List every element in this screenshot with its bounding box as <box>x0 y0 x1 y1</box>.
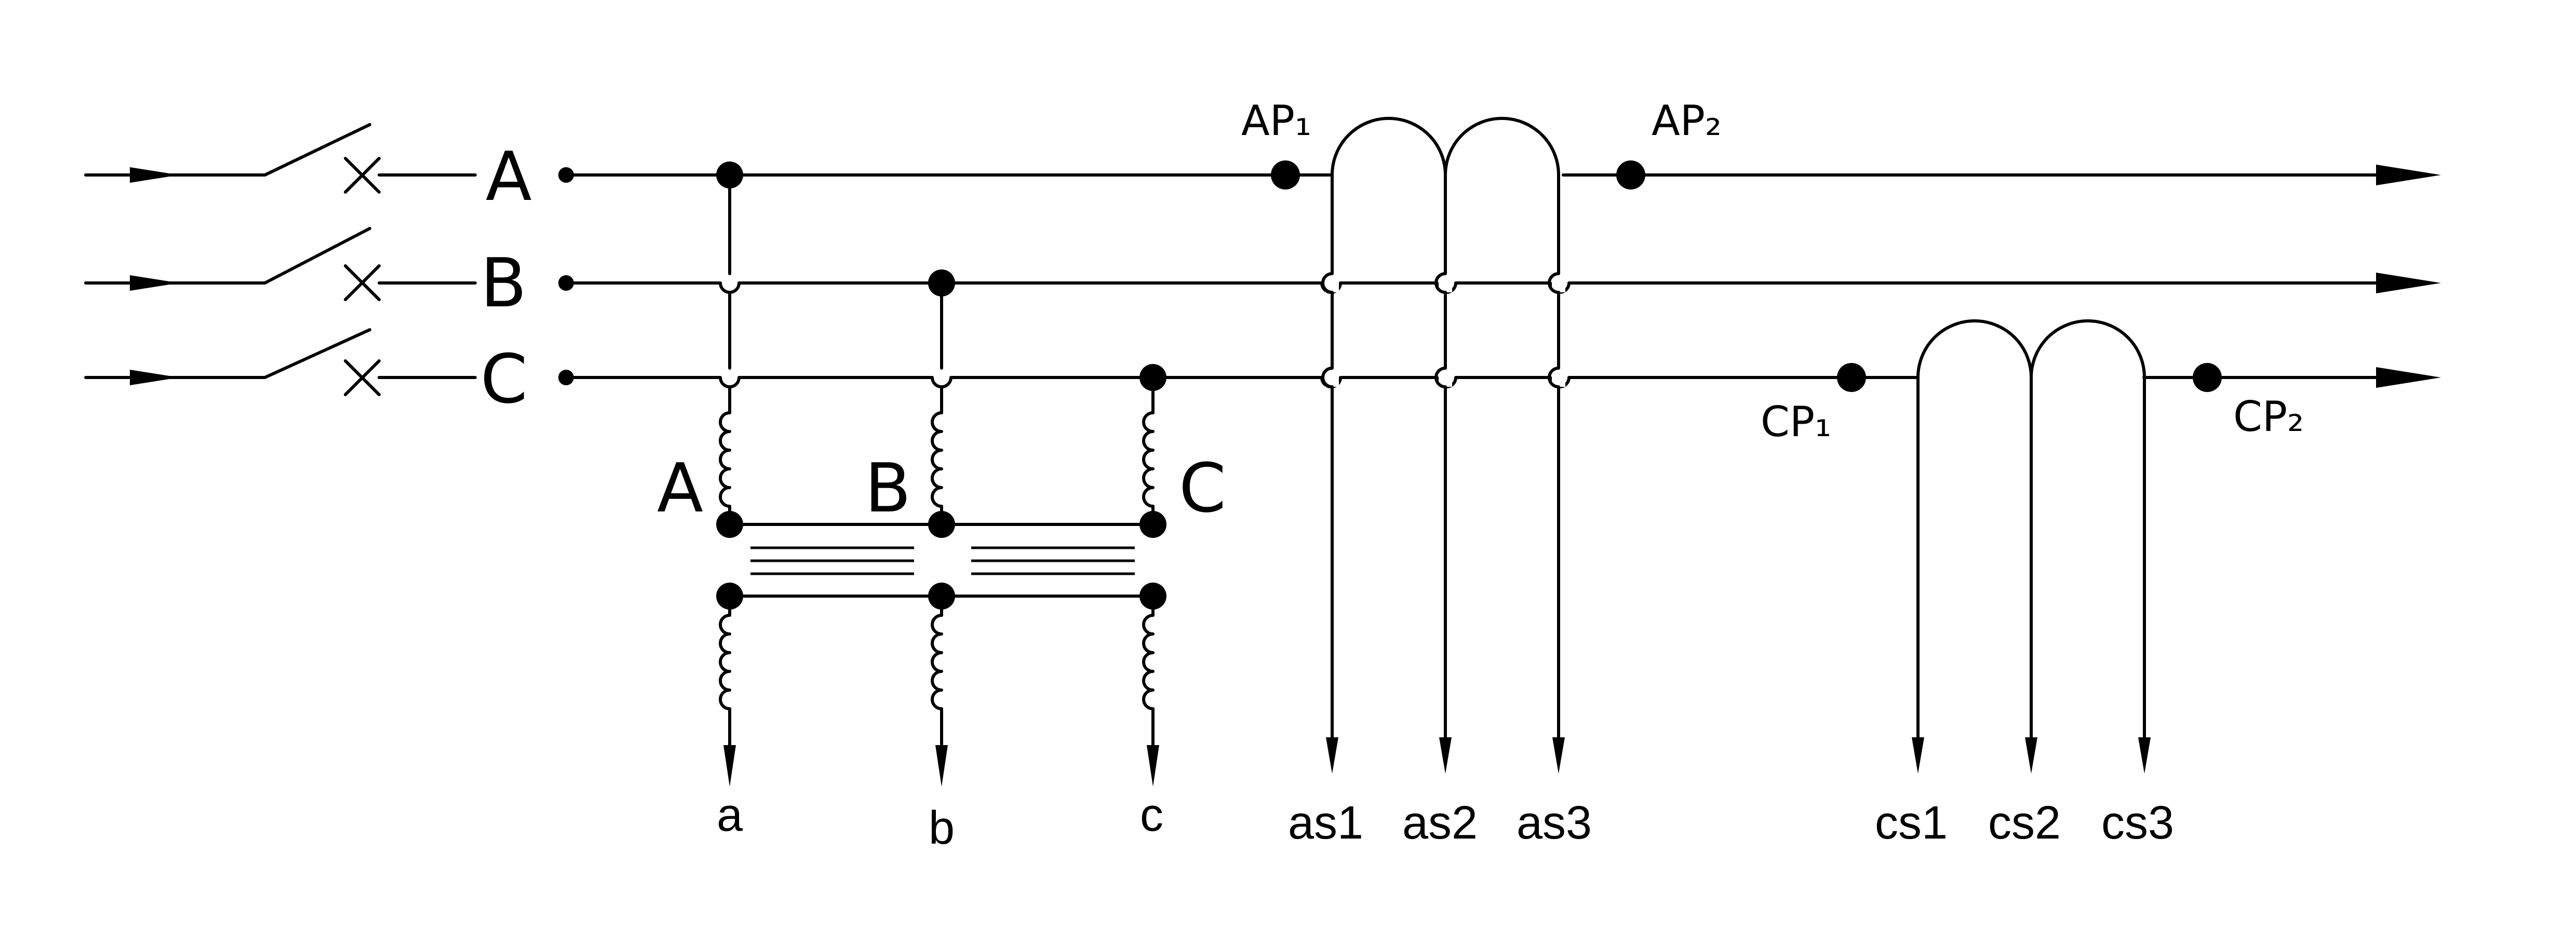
vt-label-b: B <box>865 449 911 528</box>
input-arrows <box>84 167 266 385</box>
ct-a-output-arrows <box>1326 737 1565 774</box>
vt-core <box>750 546 1135 575</box>
vt-primary-neutral <box>716 511 1166 538</box>
bus-line-a <box>565 165 2441 185</box>
ct-a-crossings <box>1321 272 1565 388</box>
vt-secondary-b <box>931 595 948 787</box>
vt-primary-a <box>716 161 743 526</box>
ct-output-cs2: cs2 <box>1988 797 2061 849</box>
bus-label-c: C <box>480 340 528 419</box>
breaker-a <box>263 123 477 194</box>
ct-terminal-ap1: AP₁ <box>1241 97 1311 145</box>
ct-terminal-ap2: AP₂ <box>1652 97 1722 145</box>
ct-terminal-cp2: CP₂ <box>2233 393 2304 441</box>
ct-c <box>1837 319 2222 774</box>
ct-terminal-cp1: CP₁ <box>1761 398 1831 446</box>
ct-a <box>1271 117 1645 754</box>
ct-output-as1: as1 <box>1288 797 1363 849</box>
ct-output-cs1: cs1 <box>1875 797 1948 849</box>
vt-secondary-a <box>719 595 736 787</box>
vt-primary-c <box>1139 364 1166 526</box>
breaker-c <box>263 328 477 396</box>
vt-primary-b <box>928 269 955 526</box>
vt-output-a: a <box>717 789 743 841</box>
ct-output-as3: as3 <box>1517 797 1592 849</box>
ct-output-cs3: cs3 <box>2101 797 2174 849</box>
breaker-b <box>263 227 477 301</box>
bus-line-b <box>565 273 2441 294</box>
bus-label-b: B <box>480 244 527 322</box>
vt-label-c: C <box>1179 449 1226 528</box>
ct-output-as2: as2 <box>1402 797 1478 849</box>
vt-label-a: A <box>657 449 703 528</box>
vt-output-b: b <box>929 802 955 854</box>
bus-label-a: A <box>486 137 532 216</box>
vt-secondary-c <box>1142 595 1159 787</box>
vt-output-c: c <box>1140 789 1163 841</box>
